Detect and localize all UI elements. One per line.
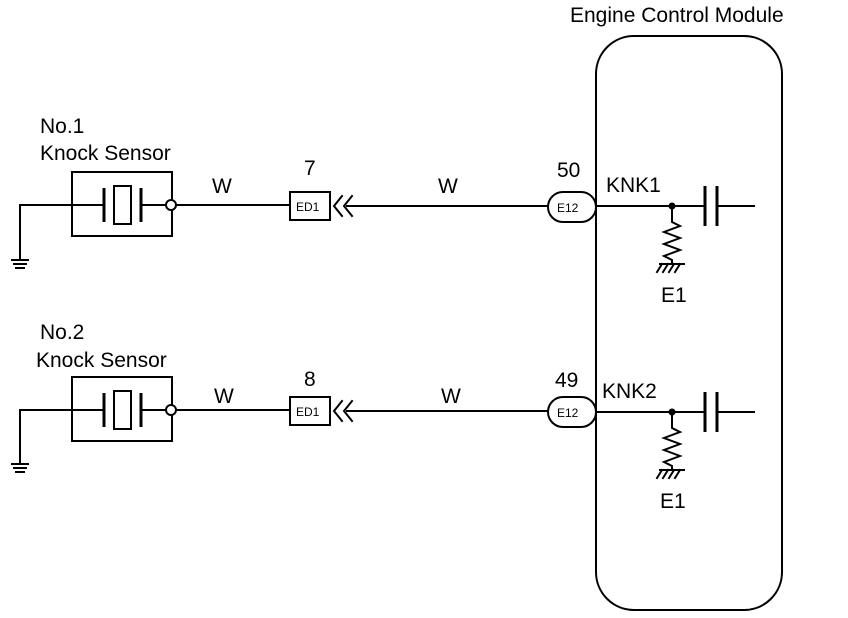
capacitor-1-icon	[703, 186, 755, 226]
resistor-2-icon	[661, 411, 683, 471]
ecm-connector-2-name: E12	[557, 406, 579, 420]
ground-1-label: E1	[661, 284, 687, 307]
resistor-1-icon	[661, 205, 683, 265]
connector-2-box	[289, 396, 331, 426]
ecm-pin-2-number: 49	[555, 369, 578, 392]
knock-sensor-2-icon	[71, 376, 177, 442]
wire-2-right-color: W	[441, 385, 461, 408]
ecm-box	[595, 35, 783, 611]
sensor-2-ground-icon	[11, 409, 73, 473]
signal-2-label: KNK2	[602, 380, 657, 403]
ecm-title: Engine Control Module	[570, 4, 784, 27]
ground-1-icon	[655, 262, 685, 274]
connector-1-chevron-icon	[332, 194, 354, 218]
connector-1-pin: 7	[304, 157, 316, 180]
channel-2: No.2 Knock Sensor W 8 ED1 W 49	[11, 321, 755, 513]
wire-1-right-color: W	[438, 175, 458, 198]
ground-2-label: E1	[660, 490, 686, 513]
connector-2-chevron-icon	[332, 399, 354, 423]
ground-2-icon	[655, 468, 685, 480]
sensor-1-ground-icon	[11, 204, 73, 269]
wire-2-left-color: W	[214, 385, 234, 408]
sensor-2-label-line1: No.2	[40, 321, 84, 344]
sensor-2-label-line2: Knock Sensor	[36, 349, 167, 372]
capacitor-2-icon	[703, 392, 755, 432]
channel-1: No.1 Knock Sensor W 7 ED1	[11, 115, 755, 307]
sensor-1-label-line1: No.1	[40, 115, 84, 138]
sensor-1-label-line2: Knock Sensor	[40, 142, 171, 165]
ecm-connector-1-name: E12	[557, 201, 579, 215]
wire-1-left-color: W	[212, 175, 232, 198]
ecm-pin-1-number: 50	[557, 159, 580, 182]
knock-sensor-1-icon	[71, 171, 177, 237]
connector-2-pin: 8	[304, 368, 316, 391]
connector-1-name: ED1	[296, 200, 320, 214]
connector-1-box	[289, 191, 331, 221]
signal-1-label: KNK1	[606, 174, 661, 197]
connector-2-name: ED1	[296, 405, 320, 419]
